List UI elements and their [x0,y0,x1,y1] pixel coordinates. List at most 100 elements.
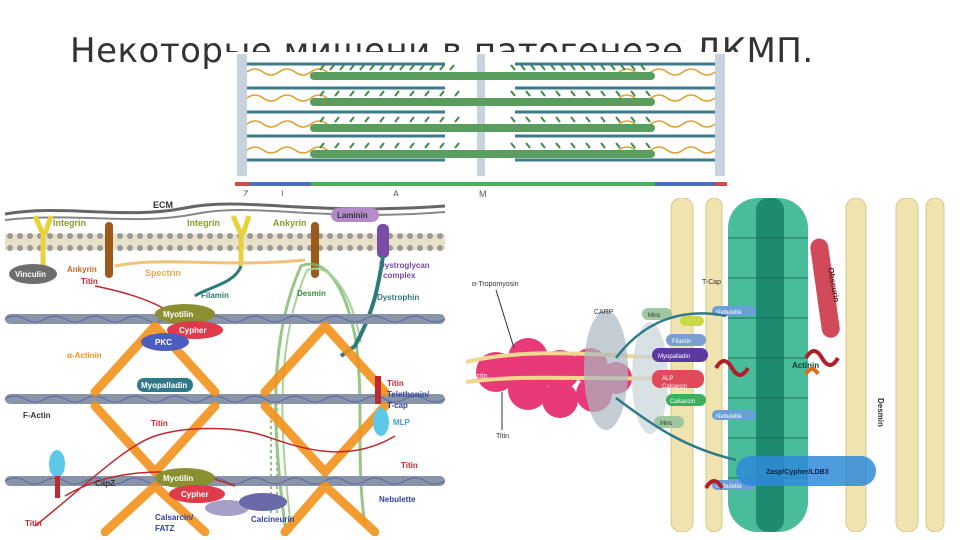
band-label-m: M [479,189,487,199]
fatz-label: FATZ [155,524,175,533]
desmin-label-3d: Desmin [876,398,885,427]
alp-label: ALP [662,376,673,382]
cypher-bottom-label: Cypher [181,490,209,499]
zasp-label: Zasp/Cypher/LDB3 [766,469,829,476]
dystroglycan-label: Dystroglycan [379,261,430,270]
myotilin-top-label: Myotilin [163,310,193,319]
minc-shape-2 [654,416,684,428]
desmin-label: Desmin [297,289,326,298]
vinculin-label: Vinculin [15,270,46,279]
dystrophin [339,255,385,358]
dystroglycan [377,224,389,258]
z-band-bar [235,182,249,186]
spectrin-label: Spectrin [145,268,181,278]
dystroglycan-complex-label: complex [383,271,416,280]
myopalladin-label: Myopalladin [141,381,187,390]
ecm-label: ECM [153,200,173,210]
tcap-label-3d: T-Cap [702,279,721,286]
titin-right2-label: Titin [401,461,418,470]
capz [49,450,65,478]
nebulette-mid-shape [712,410,756,420]
m-line [477,54,485,176]
titin-right-marker [375,376,381,404]
integrin-label-1: Integrin [53,218,86,228]
carp [584,310,628,430]
z-line-right [715,54,725,176]
mlp [373,408,389,436]
thin-filaments [247,62,715,162]
calsarcin-label-3d-1: Calsarcin [662,384,687,390]
filamin-label: Filamin [201,291,229,300]
m-band-bar [479,182,655,186]
calcineurin-shape [239,493,287,511]
nebulette-bot-label: Nebulette [716,484,742,490]
minc-shape-1 [642,308,672,320]
filamin-label-3d: Filamin [672,339,691,345]
myotilin-bottom [155,468,215,488]
myopalladin-shape [652,348,708,362]
myosin-heads [319,64,651,149]
nebulette-mid-label: Nebulette [716,414,742,420]
calsarcin-label: Calsarcin/ [155,513,194,522]
myotilin-top [155,304,215,324]
calsarcin-shape [205,500,249,516]
actin-label: Actin [472,373,488,380]
band-label-i: I [281,189,284,199]
myopalladin [137,378,193,392]
minc-label-2: Minc [660,421,673,427]
tropomyosin-label: α-Tropomyosin [472,281,519,288]
calsarcin-shape [666,394,706,406]
minc-label-1: Minc [648,313,661,319]
myopalladin-label-3d: Myopalladin [658,354,690,360]
titin-helices [704,349,840,490]
thick-filaments [310,72,655,158]
nebulette-top-shape [712,306,756,316]
titin-label-mid: Titin [151,419,168,428]
spectrin [114,258,306,268]
nebulette-label: Nebulette [379,495,416,504]
ankyrin-left-bar [105,222,113,278]
z-band-bar-right [715,182,727,186]
integrin-label-2: Integrin [187,218,220,228]
calsarcin-label-3d-2: Calsarcin [670,399,695,405]
vinculin [9,264,57,284]
titin-right-label: Titin [387,379,404,388]
titin-bottom-label: Titin [25,519,42,528]
cypher-bottom [169,485,225,503]
ankyrin-label-top: Ankyrin [273,218,307,228]
desmin-tubes [670,198,945,532]
cypher-top-label: Cypher [179,326,207,335]
integrin-right [230,214,252,266]
band-label-z: Z [243,189,249,199]
tcap-label: T-cap [387,401,408,410]
actinin-label: Actinin [792,361,819,370]
ankyrin-label-side: Ankyrin [67,265,97,274]
titin-label-3d: Titin [496,433,509,440]
integrin-left [32,214,54,266]
telethonin-label: Telethonin/ [387,390,430,399]
capz-label: CapZ [95,479,115,488]
i-band-bar [249,182,311,186]
left-sarcomere-protein-diagram: ECM Integrin Integrin Vinculin Ankyrin A… [5,196,445,536]
zasp-cypher-ldb3 [736,456,876,486]
obscurin [810,238,840,338]
alpha-actinin-label: α-Actinin [67,351,102,360]
calcineurin-label: Calcineurin [251,515,295,524]
sarcomere-diagram: Z I A M [225,52,745,199]
factin-label: F-Actin [23,411,51,420]
myotilin-bottom-label: Myotilin [163,474,193,483]
titin-label-side: Titin [81,277,98,286]
pkc-label: PKC [155,338,172,347]
alp-shape [652,370,704,388]
dystrophin-label: Dystrophin [377,293,419,302]
pkc [141,333,189,351]
right-zdisk-3d-diagram: Actinin Obscurin Desmin α-Tropomyosin Ac… [466,198,956,532]
laminin-label: Laminin [337,211,368,220]
i-band-bar-right [655,182,715,186]
cypher-top [167,321,223,339]
laminin [331,208,379,222]
mlp-label: MLP [393,418,411,427]
z-line-left [237,54,247,176]
carp-label: CARP [594,309,614,316]
sarcolemma [5,234,445,250]
